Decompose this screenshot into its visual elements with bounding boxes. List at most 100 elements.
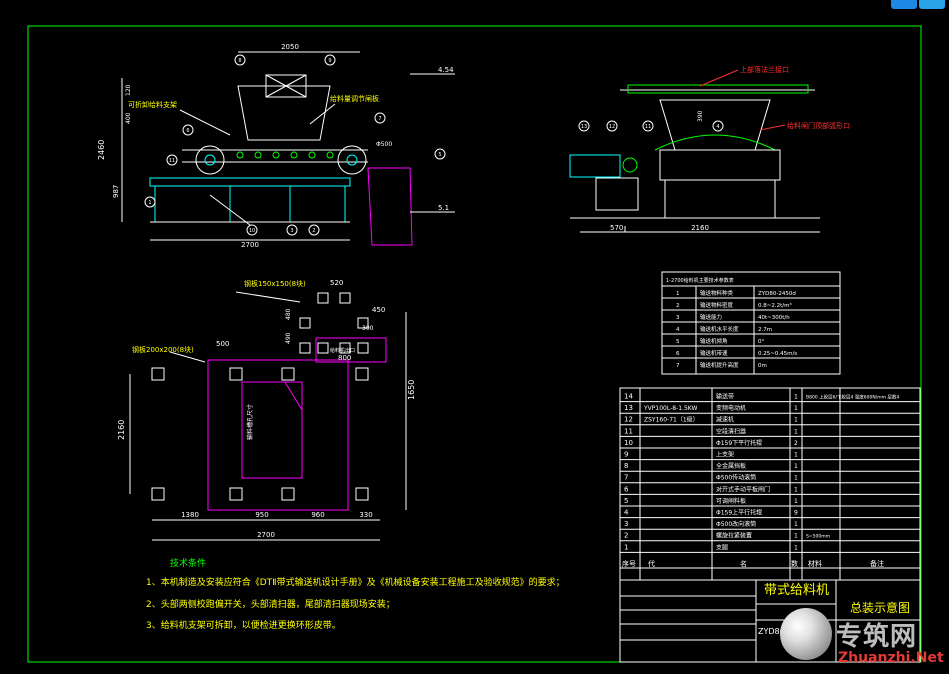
bom-header-mat: 材料 (808, 559, 822, 568)
bom-cell-no: 8 (624, 462, 628, 470)
dim-lower: 987 (112, 185, 120, 198)
bom-cell-name: Φ500改向滚筒 (716, 520, 756, 528)
bom-cell-name: 上支架 (716, 451, 734, 459)
dim-sub1: 120 (125, 84, 132, 96)
side-balloon-numbers: 13 12 11 4 (581, 124, 720, 130)
bom-cell-name: Φ159下平行托辊 (716, 439, 762, 447)
dim-top: 2050 (281, 43, 299, 51)
dim-diam: Φ500 (376, 141, 392, 148)
bom-cell-qty: 1 (794, 463, 798, 470)
param-no: 1 (676, 291, 680, 297)
bom-cell-name: Φ159上平行托辊 (716, 509, 762, 517)
bom-cell-name: 可调闸料板 (716, 497, 746, 505)
plan-dim-c: 300 (362, 325, 374, 332)
param-no: 3 (676, 315, 680, 321)
minimize-button[interactable] (891, 0, 917, 9)
side-dim-base: 2160 (691, 224, 709, 232)
bom-cell-no: 13 (624, 404, 633, 412)
bom-cell-qty: 1 (794, 452, 798, 459)
dim-sub2: 400 (125, 112, 132, 124)
bom-cell-no: 2 (624, 532, 628, 540)
level-lower: 5.1 (438, 204, 449, 212)
plan-dim-b: 450 (372, 306, 385, 314)
watermark-cn: 专筑网 (836, 622, 918, 652)
bom-cell-qty: 9 (794, 510, 798, 517)
bom-table (619, 387, 921, 663)
plan-dim-d: 480 (285, 308, 292, 320)
bom-cell-name: 空段清扫器 (716, 427, 746, 435)
param-no: 2 (676, 303, 680, 309)
bom-header-code: 代 (648, 559, 655, 568)
bom-cell-qty: 1 (794, 498, 798, 505)
bom-cell-qty: 1 (794, 428, 798, 435)
bom-cell-qty: 1 (794, 521, 798, 528)
plan-dim-x2: 950 (255, 511, 268, 519)
param-title: 1-2700给料机主要技术参数表 (666, 277, 734, 284)
bom-cell-qty: 1 (794, 533, 798, 540)
elevation-balloons (144, 54, 446, 236)
bom-cell-qty: 1 (794, 405, 798, 412)
side-balloon-11: 11 (645, 124, 651, 130)
balloon-5: 5 (438, 152, 441, 158)
plan-dim-e: 490 (285, 332, 292, 344)
bom-cell-no: 9 (624, 451, 628, 459)
bom-cell-qty: 1 (794, 486, 798, 493)
bom-cell-name: 支腿 (716, 543, 728, 551)
param-name: 输送机带速 (700, 349, 728, 357)
side-dim-left: 570 (610, 224, 623, 232)
bom-header-no: 序号 (622, 559, 636, 568)
side-balloon-4: 4 (716, 124, 719, 130)
balloon-7: 7 (378, 116, 381, 122)
param-value: 0.8~2.2t/m³ (758, 302, 792, 309)
bom-header-qty: 数 (791, 559, 798, 568)
title-drawing: 总装示意图 (850, 600, 910, 615)
param-value: 0.25~0.45m/s (758, 351, 797, 357)
plan-dim-x4: 330 (359, 511, 372, 519)
bom-cell-code: ZSY160-71（1级） (644, 416, 699, 424)
balloon-11: 11 (169, 158, 175, 164)
side-view (569, 69, 820, 233)
label-adjust: 给料量调节闸板 (330, 94, 379, 103)
balloon-8: 8 (238, 58, 241, 64)
balloon-10: 10 (249, 228, 255, 234)
plan-label-steel2: 钢板200x200(8块) (132, 345, 194, 354)
param-table (661, 271, 841, 375)
plan-dim-h: 1650 (407, 380, 416, 400)
bom-cell-name: 螺旋拉紧装置 (716, 532, 752, 540)
side-label-arc: 给料闸门顶部弧形口 (787, 121, 850, 130)
bom-header-note: 备注 (870, 559, 884, 568)
dim-bottom: 2700 (241, 241, 259, 249)
param-name: 输送机倾角 (700, 337, 728, 345)
plan-dim-x3: 960 (311, 511, 324, 519)
bom-cell-no: 3 (624, 520, 628, 528)
notes-line-1: 1、本机制造及安装应符合《DTⅡ带式输送机设计手册》及《机械设备安装工程施工及验… (146, 576, 565, 588)
notes-line-2: 2、头部两侧校跑偏开关，头部清扫器，尾部清扫器现场安装； (146, 598, 395, 610)
bom-cell-qty: 1 (794, 475, 798, 482)
bom-cell-no: 1 (624, 543, 628, 551)
watermark: 专筑网 Zhuanzhi.Net (778, 606, 944, 670)
notes-heading: 技术条件 (170, 557, 206, 569)
title-name: 带式给料机 (764, 583, 829, 598)
watermark-logo-icon (780, 608, 832, 660)
plan-dim-g: 800 (338, 354, 351, 362)
balloon-6: 6 (186, 128, 189, 134)
bom-cell-no: 10 (624, 439, 633, 447)
bom-header: 序号 代 名 数 材料 备注 (622, 559, 884, 568)
param-no: 6 (676, 351, 680, 357)
plan-label-hole2: 给料机出口 (330, 347, 355, 354)
bom-cell-code: YVP100L-8-1.5KW (643, 405, 697, 412)
param-name: 输送机提升高度 (700, 361, 739, 369)
bom-cell-no: 11 (624, 427, 633, 435)
side-dim-h: 390 (697, 110, 704, 122)
dim-height: 2460 (97, 140, 106, 160)
plan-label-hole: 输料槽孔尺寸 (246, 404, 254, 440)
param-value: 0m (758, 363, 767, 369)
plan-dim-v: 2160 (117, 420, 126, 440)
bom-cell-no: 6 (624, 485, 629, 493)
close-button[interactable] (919, 0, 945, 9)
bom-cell-qty: 2 (794, 440, 798, 447)
bom-cell-name: 变频电动机 (716, 404, 746, 412)
drawing-border (27, 25, 922, 663)
param-no: 5 (676, 339, 680, 345)
balloon-2: 2 (312, 228, 315, 234)
